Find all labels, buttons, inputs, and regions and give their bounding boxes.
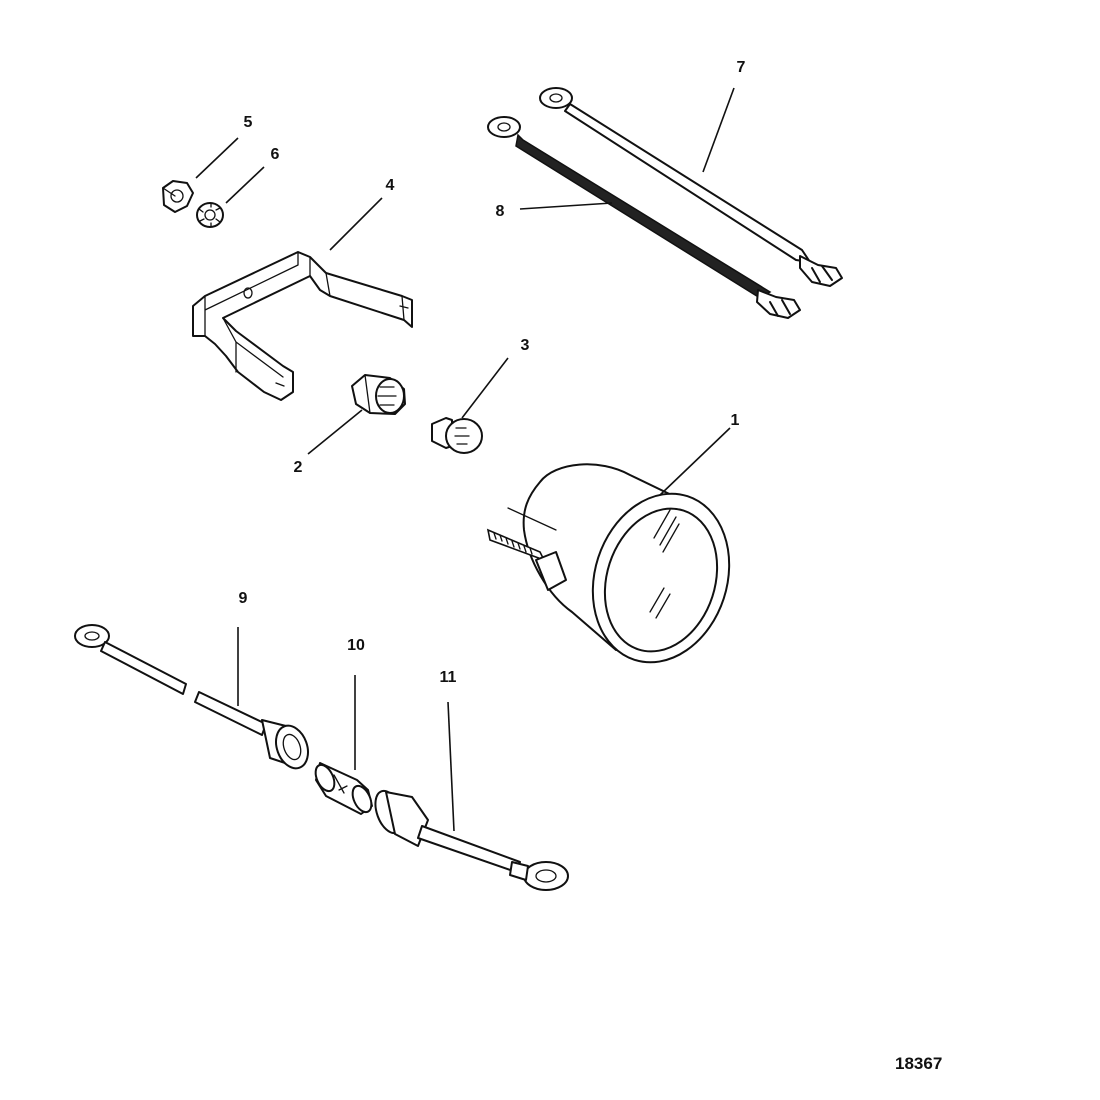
leader-1	[659, 427, 731, 496]
wire-part-7	[539, 87, 843, 287]
callout-5: 5	[244, 114, 253, 131]
fuse-part-10	[314, 762, 373, 815]
wire-part-8	[487, 116, 801, 319]
leader-3	[461, 357, 509, 419]
callout-7: 7	[737, 59, 746, 76]
leader-11	[447, 701, 455, 832]
hex-nut-part-5	[162, 180, 194, 213]
callout-3: 3	[521, 337, 530, 354]
callout-10: 10	[347, 637, 365, 654]
callout-8: 8	[496, 203, 505, 220]
leader-8	[519, 202, 613, 210]
callout-4: 4	[386, 177, 395, 194]
wire-part-9	[74, 624, 309, 770]
leader-6	[225, 166, 265, 204]
callout-9: 9	[239, 590, 248, 607]
gauge-part-1	[486, 463, 731, 664]
callout-1: 1	[731, 412, 740, 429]
callout-11: 11	[440, 669, 457, 686]
leader-5	[195, 137, 239, 179]
leader-4	[329, 197, 383, 251]
lamp-socket-part-2	[351, 374, 406, 415]
lock-washer-part-6	[196, 202, 224, 228]
wire-part-11	[374, 789, 569, 891]
figure-number: 18367	[895, 1054, 942, 1073]
callout-6: 6	[271, 146, 280, 163]
leader-2	[307, 409, 363, 455]
leader-7	[702, 87, 735, 173]
leader-lines	[195, 87, 735, 832]
wedge-bulb-part-3	[431, 417, 483, 454]
callout-2: 2	[294, 459, 303, 476]
mounting-bracket-part-4	[192, 251, 413, 401]
callout-labels: 1 2 3 4 5 6 7 8 9 10 11	[239, 59, 746, 686]
